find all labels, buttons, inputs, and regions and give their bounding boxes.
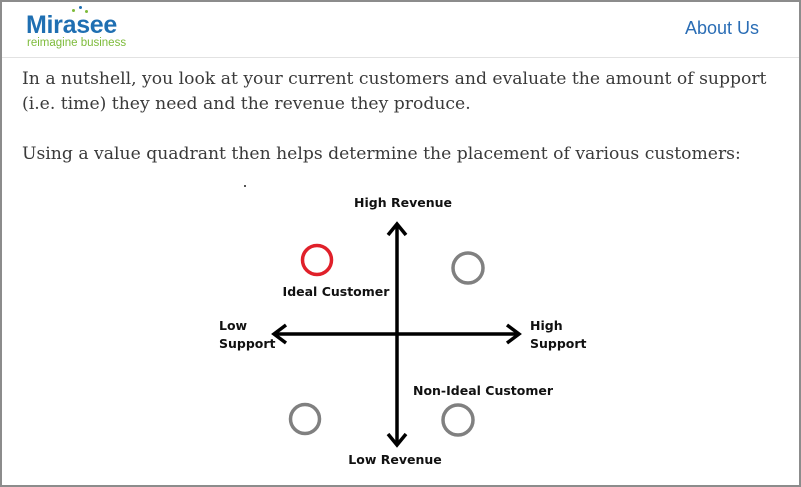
high-support-high-revenue-circle — [451, 251, 485, 285]
arrow-right-icon — [505, 323, 522, 345]
intro-paragraph: In a nutshell, you look at your current … — [22, 69, 767, 114]
quadrant-intro-paragraph: Using a value quadrant then helps determ… — [22, 144, 741, 164]
logo-spark-icon — [72, 9, 75, 12]
stray-dot — [244, 185, 246, 187]
logo-name: Mirasee — [26, 11, 118, 39]
site-header: Mirasee reimagine business About Us — [2, 2, 799, 58]
low-support-label-line2: Support — [219, 336, 276, 351]
low-support-low-revenue-circle — [288, 402, 322, 436]
logo-tagline: reimagine business — [27, 37, 127, 49]
high-support-label-line2: Support — [530, 336, 587, 351]
ideal-customer-label: Ideal Customer — [283, 284, 391, 299]
site-logo[interactable]: Mirasee reimagine business — [26, 6, 127, 49]
non-ideal-customer-label: Non-Ideal Customer — [413, 383, 554, 398]
non-ideal-customer-circle — [441, 403, 475, 437]
arrow-left-icon — [271, 323, 288, 345]
nav-about-us[interactable]: About Us — [684, 18, 759, 38]
arrow-down-icon — [386, 432, 408, 448]
low-revenue-label: Low Revenue — [348, 452, 441, 467]
high-support-label-line1: High — [530, 318, 563, 333]
high-revenue-label: High Revenue — [354, 195, 452, 210]
arrow-up-icon — [386, 221, 408, 237]
ideal-customer-circle — [300, 243, 334, 277]
logo-spark-icon — [79, 6, 82, 9]
low-support-label-line1: Low — [219, 318, 248, 333]
logo-spark-icon — [85, 10, 88, 13]
